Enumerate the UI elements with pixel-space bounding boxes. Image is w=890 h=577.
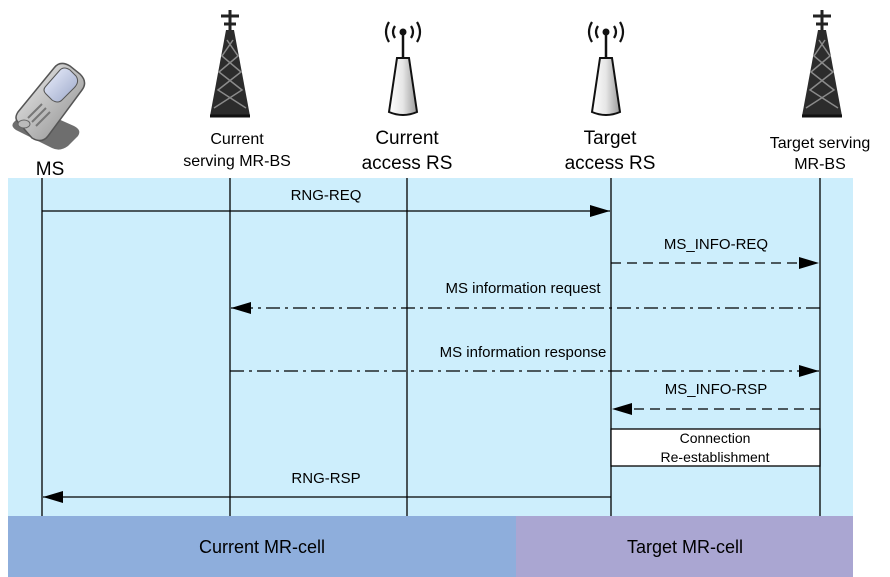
message-label-rng-req: RNG-REQ (291, 187, 362, 204)
relay-station-icon (384, 21, 422, 116)
message-label-ms-information-request: MS information request (445, 280, 601, 297)
message-label-ms-info-req: MS_INFO-REQ (664, 236, 768, 253)
entity-label-current-access-rs-line1: Current (375, 128, 439, 149)
entity-label-target-mr-bs-line1: Target serving (770, 135, 871, 152)
entity-label-current-access-rs-line2: access RS (362, 153, 453, 174)
target-mr-cell-region (516, 516, 853, 577)
message-label-ms-info-rsp: MS_INFO-RSP (665, 381, 768, 398)
entity-label-ms: MS (36, 159, 65, 180)
entity-label-current-mr-bs-line2: serving MR-BS (183, 153, 291, 170)
target-mr-cell-label: Target MR-cell (627, 537, 743, 557)
entity-label-target-access-rs-line1: Target (584, 128, 638, 149)
cell-tower-icon (802, 10, 842, 118)
relay-station-icon (587, 21, 625, 116)
entity-label-current-mr-bs-line1: Current (210, 131, 264, 148)
current-mr-cell-region (8, 516, 516, 577)
message-label-rng-rsp: RNG-RSP (291, 470, 360, 487)
process-box-line2: Re-establishment (661, 449, 770, 465)
process-box-line1: Connection (680, 430, 751, 446)
entity-label-target-mr-bs-line2: MR-BS (794, 156, 846, 173)
connection-reestablishment-box (610, 428, 821, 467)
entity-label-target-access-rs-line2: access RS (565, 153, 656, 174)
current-mr-cell-label: Current MR-cell (199, 537, 325, 557)
message-label-ms-information-response: MS information response (440, 344, 607, 361)
cell-tower-icon (210, 10, 250, 118)
mobile-phone-icon (12, 62, 86, 150)
